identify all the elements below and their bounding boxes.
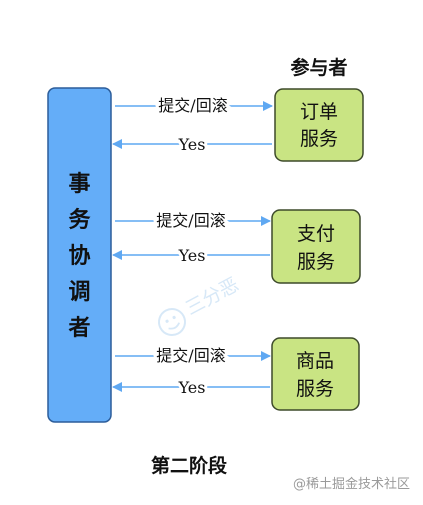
coordinator-node: 事务协调者 — [47, 87, 112, 423]
order-service-label-line1: 订单 — [300, 101, 338, 123]
yes-reply-label: Yes — [178, 135, 206, 154]
order-service-node — [274, 88, 364, 162]
service-row-product: 提交/回滚 Yes 商品 服务 — [112, 337, 360, 411]
yes-reply-label: Yes — [178, 246, 206, 265]
order-service-label-line2: 服务 — [300, 128, 338, 150]
payment-service-label-line2: 服务 — [297, 251, 335, 273]
center-watermark-text: 三分恶 — [182, 274, 243, 320]
corner-watermark: @稀土掘金技术社区 — [293, 476, 410, 492]
payment-service-label-line1: 支付 — [297, 223, 335, 245]
coordinator-label-char: 调 — [68, 279, 90, 305]
coordinator-label-char: 务 — [68, 207, 91, 233]
product-service-node — [271, 337, 360, 411]
center-watermark: 三分恶 — [158, 274, 243, 336]
payment-service-node — [271, 209, 361, 284]
service-row-order: 提交/回滚 Yes 订单 服务 — [112, 88, 364, 162]
commit-rollback-label: 提交/回滚 — [156, 211, 225, 230]
smiley-watermark-icon — [158, 308, 186, 336]
product-service-label-line1: 商品 — [296, 350, 334, 372]
commit-rollback-label: 提交/回滚 — [156, 346, 225, 365]
yes-reply-label: Yes — [178, 378, 206, 397]
coordinator-label-char: 事 — [68, 171, 90, 197]
coordinator-label-char: 者 — [67, 315, 90, 341]
service-row-payment: 提交/回滚 Yes 支付 服务 — [112, 208, 361, 284]
coordinator-label: 事务协调者 — [67, 171, 91, 341]
commit-rollback-label: 提交/回滚 — [158, 96, 227, 115]
phase-caption: 第二阶段 — [151, 454, 228, 477]
product-service-label-line2: 服务 — [296, 378, 334, 400]
coordinator-label-char: 协 — [68, 243, 90, 269]
participants-title: 参与者 — [290, 56, 347, 79]
